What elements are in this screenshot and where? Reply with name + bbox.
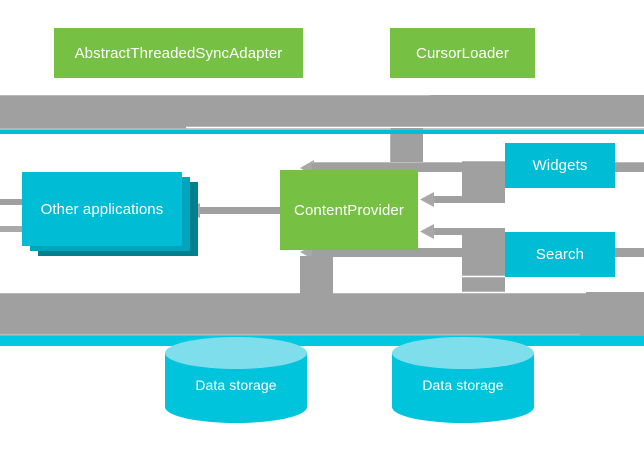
connector-search-horizontal [432,228,505,235]
other-apps-card-front[interactable] [22,172,182,246]
connector-widgets-vertical [462,160,505,198]
connector-left-stub-lower [0,226,24,232]
cylinder-top-1 [165,337,307,369]
node-content-provider[interactable] [280,170,418,250]
connector-widgets-horizontal [432,196,505,203]
connector-provider-bottom-bar [312,248,644,257]
connector-layer [0,95,644,336]
connector-search-vertical [462,232,505,294]
node-data-storage-1[interactable] [165,337,307,423]
connector-riser-to-provider [300,256,333,294]
connector-bottom-band [0,292,644,336]
node-other-applications-stack[interactable] [22,172,198,256]
connector-top-band-edge [0,128,644,130]
node-widgets[interactable] [505,143,615,188]
arrowhead-into-provider-from-widgets [420,192,434,207]
connector-top-band [0,95,644,128]
node-search[interactable] [505,232,615,277]
arrowhead-into-provider-from-search [420,224,434,239]
connector-left-stub-upper [0,199,24,205]
cylinder-body-2 [392,353,534,423]
node-sync-adapter[interactable] [54,28,303,78]
connector-provider-to-otherapps-bar [198,207,284,214]
node-data-storage-2[interactable] [392,337,534,423]
node-cursor-loader[interactable] [390,28,535,78]
cylinder-body-1 [165,353,307,423]
cyan-strip-lower [0,336,644,346]
cylinder-top-2 [392,337,534,369]
cyan-strip-upper [0,130,644,134]
connector-drop-to-provider [390,128,423,168]
